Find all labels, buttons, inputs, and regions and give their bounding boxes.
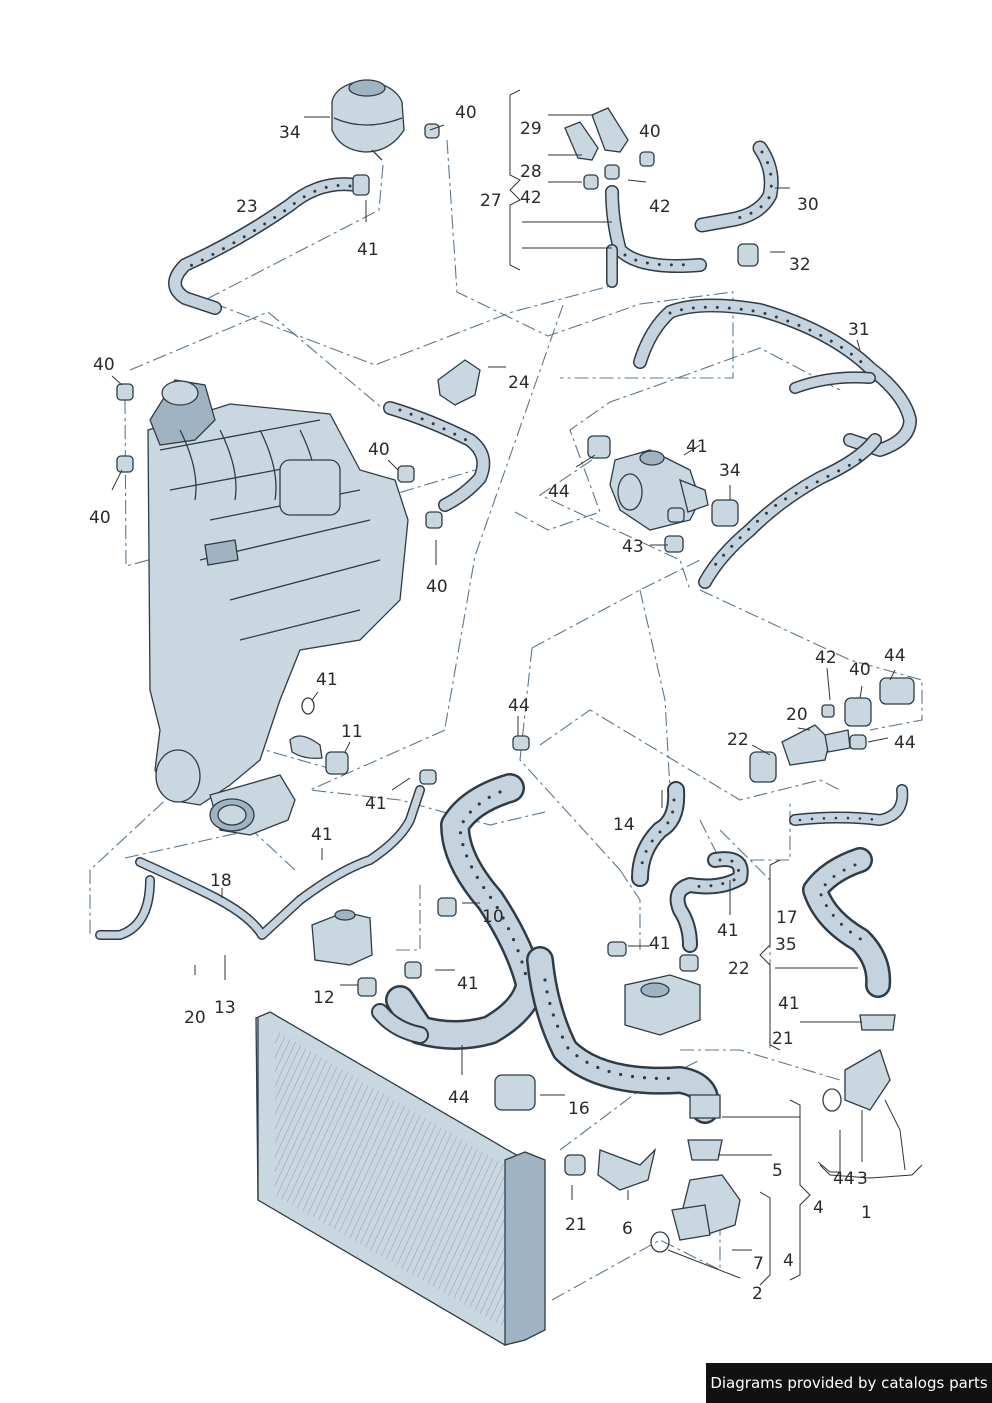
label-12: 13 (214, 998, 236, 1018)
label-44: 34 (719, 461, 741, 481)
label-41: 43 (622, 537, 644, 557)
label-41: 17 (776, 908, 798, 928)
hose-20-right (789, 784, 909, 826)
label-4: 3 (857, 1169, 868, 1189)
label-44: 5 (772, 1161, 783, 1181)
t-connector (650, 1094, 741, 1253)
label-30: 30 (797, 195, 819, 215)
label-11: 41 (316, 670, 338, 690)
label-13: 20 (184, 1008, 206, 1028)
label-42: 42 (649, 197, 671, 217)
label-31: 31 (848, 320, 870, 340)
label-41: 12 (313, 988, 335, 1008)
label-40: 40 (368, 440, 390, 460)
hose-clamps (116, 123, 915, 1176)
label-23: 23 (236, 197, 258, 217)
label-41: 44 (508, 696, 530, 716)
label-44: 11 (341, 722, 363, 742)
label-1: 4 (813, 1198, 824, 1218)
hose-30 (694, 140, 779, 233)
label-18: 14 (613, 815, 635, 835)
label-44: 22 (727, 730, 749, 750)
label-44: 21 (772, 1029, 794, 1049)
hose-18 (631, 781, 686, 887)
engine-block (147, 379, 409, 836)
label-42: 42 (520, 188, 542, 208)
oil-cooler (624, 974, 701, 1036)
label-20: 44 (884, 646, 906, 666)
label-10: 18 (210, 871, 232, 891)
label-41: 40 (426, 577, 448, 597)
label-leaders (111, 89, 923, 1286)
label-41: 44 (894, 733, 916, 753)
label-4: 7 (753, 1254, 764, 1274)
label-41: 10 (482, 907, 504, 927)
label-21: 1 (861, 1203, 872, 1223)
label-40: 40 (93, 355, 115, 375)
label-24: 24 (508, 373, 530, 393)
label-42: 41 (365, 794, 387, 814)
label-34-flange: 41 (686, 437, 708, 457)
hose-16 (371, 773, 545, 1050)
label-43: 44 (548, 482, 570, 502)
credit-badge: Diagrams provided by catalogs parts (706, 1363, 992, 1403)
label-14: 41 (311, 825, 333, 845)
label-3: 2 (752, 1284, 763, 1304)
label-2: 4 (783, 1251, 794, 1271)
label-44: 40 (849, 660, 871, 680)
label-20: 22 (728, 959, 750, 979)
label-35: 41 (649, 934, 671, 954)
label-6: 21 (565, 1215, 587, 1235)
label-22: 20 (786, 705, 808, 725)
label-28: 28 (520, 162, 542, 182)
label-21: 41 (778, 994, 800, 1014)
hose-23 (168, 177, 363, 315)
label-40: 40 (89, 508, 111, 528)
water-pipe-10 (95, 785, 425, 940)
coolant-flange-34 (609, 449, 709, 531)
hose-17 (669, 851, 749, 953)
hose-27 (605, 185, 707, 288)
label-40: 42 (815, 648, 837, 668)
label-34-tank: 34 (279, 123, 301, 143)
label-5: 16 (568, 1099, 590, 1119)
bracket-7 (597, 1147, 657, 1191)
label-27: 27 (480, 191, 502, 211)
label-40: 40 (455, 103, 477, 123)
hose-lower-long (526, 946, 720, 1124)
label-3: 44 (833, 1169, 855, 1189)
label-17: 41 (717, 921, 739, 941)
part-number-labels: 34 40 23 41 29 40 28 42 27 42 30 32 31 4… (89, 103, 916, 1304)
label-40: 40 (639, 122, 661, 142)
label-41: 41 (357, 240, 379, 260)
label-29: 29 (520, 119, 542, 139)
fittings-28-29 (564, 107, 629, 161)
expansion-tank (331, 79, 405, 161)
bracket-24 (437, 359, 481, 406)
hose-40-upper (383, 401, 491, 512)
coolant-reservoir (311, 909, 373, 966)
label-32: 32 (789, 255, 811, 275)
radiator (255, 1011, 546, 1346)
label-16: 44 (448, 1088, 470, 1108)
label-41: 41 (457, 974, 479, 994)
hose-21-right (802, 847, 892, 998)
right-connector (822, 1014, 896, 1112)
label-7: 6 (622, 1219, 633, 1239)
tee-22 (781, 724, 851, 766)
label-22: 35 (775, 935, 797, 955)
hose-31 (633, 298, 917, 589)
